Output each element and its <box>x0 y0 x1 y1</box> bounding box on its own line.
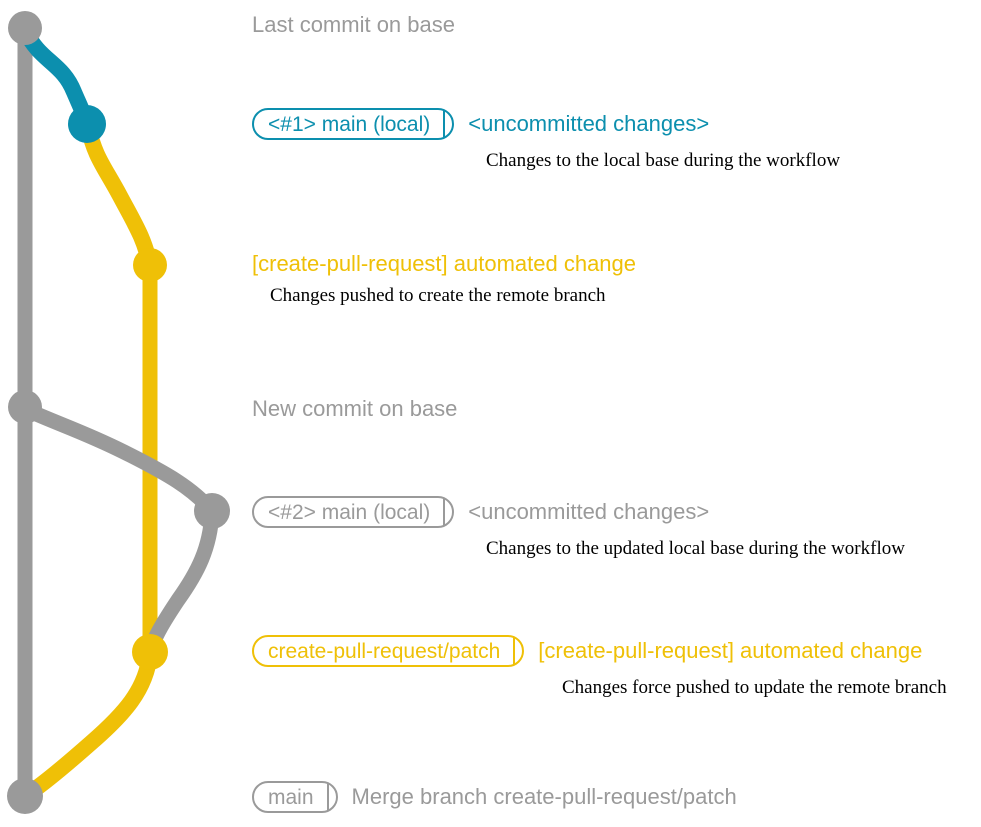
commit-node-local-2 <box>194 493 230 529</box>
branch-tag-separator <box>443 110 446 138</box>
branch-tag-main-local-1[interactable]: <#1> main (local) <box>252 108 455 140</box>
edge-local1-to-patch1 <box>80 118 158 273</box>
branch-tag-label: <#1> main (local) <box>268 112 431 136</box>
commit-subject-merge: Merge branch create-pull-request/patch <box>351 784 737 809</box>
commit-row-local-2: <#2> main (local) <uncommitted changes> … <box>252 496 905 558</box>
edge-base2-to-local2 <box>17 401 220 519</box>
branch-tag-separator <box>443 498 446 526</box>
branch-tag-main-local-2[interactable]: <#2> main (local) <box>252 496 455 528</box>
commit-row-patch-1: [create-pull-request] automated change C… <box>252 253 636 306</box>
branch-tag-label: main <box>268 785 314 809</box>
commit-node-patch-1 <box>133 248 167 282</box>
branch-tag-main[interactable]: main <box>252 781 338 813</box>
tagline-merge: main Merge branch create-pull-request/pa… <box>252 781 737 813</box>
tagline-local-2: <#2> main (local) <uncommitted changes> <box>252 496 905 528</box>
commit-subject-patch-2: [create-pull-request] automated change <box>538 638 923 663</box>
commit-node-patch-2 <box>132 634 168 670</box>
tagline-patch-2: create-pull-request/patch [create-pull-r… <box>252 635 947 667</box>
tagline-local-1: <#1> main (local) <uncommitted changes> <box>252 108 840 140</box>
commit-subject-base-1: Last commit on base <box>252 12 455 37</box>
commit-subject-local-1: <uncommitted changes> <box>468 111 710 136</box>
commit-row-merge: main Merge branch create-pull-request/pa… <box>252 781 737 813</box>
commit-caption-local-1: Changes to the local base during the wor… <box>486 150 841 171</box>
branch-tag-label: <#2> main (local) <box>268 500 431 524</box>
tagline-patch-1: [create-pull-request] automated change <box>252 253 636 275</box>
commit-subject-patch-1: [create-pull-request] automated change <box>252 251 637 276</box>
commit-nodes <box>7 11 230 814</box>
commit-subject-local-2: <uncommitted changes> <box>468 499 710 524</box>
commit-node-base-3 <box>7 778 43 814</box>
commit-row-new-commit: New commit on base <box>252 398 457 420</box>
branch-tag-create-pull-request-patch[interactable]: create-pull-request/patch <box>252 635 525 667</box>
commit-node-base-1 <box>8 11 42 45</box>
branch-tag-separator <box>326 783 329 811</box>
commit-row-patch-2: create-pull-request/patch [create-pull-r… <box>252 635 947 697</box>
commit-caption-local-2: Changes to the updated local base during… <box>486 538 905 559</box>
commit-node-local-1 <box>68 105 106 143</box>
branch-tag-separator <box>513 637 516 665</box>
commit-caption-patch-1: Changes pushed to create the remote bran… <box>270 285 606 306</box>
commit-row-last-commit: Last commit on base <box>252 14 455 36</box>
commit-node-base-2 <box>8 390 42 424</box>
commit-caption-patch-2: Changes force pushed to update the remot… <box>562 677 947 698</box>
branch-tag-label: create-pull-request/patch <box>268 639 501 663</box>
commit-subject-base-2: New commit on base <box>252 396 458 421</box>
commit-row-local-1: <#1> main (local) <uncommitted changes> … <box>252 108 840 170</box>
